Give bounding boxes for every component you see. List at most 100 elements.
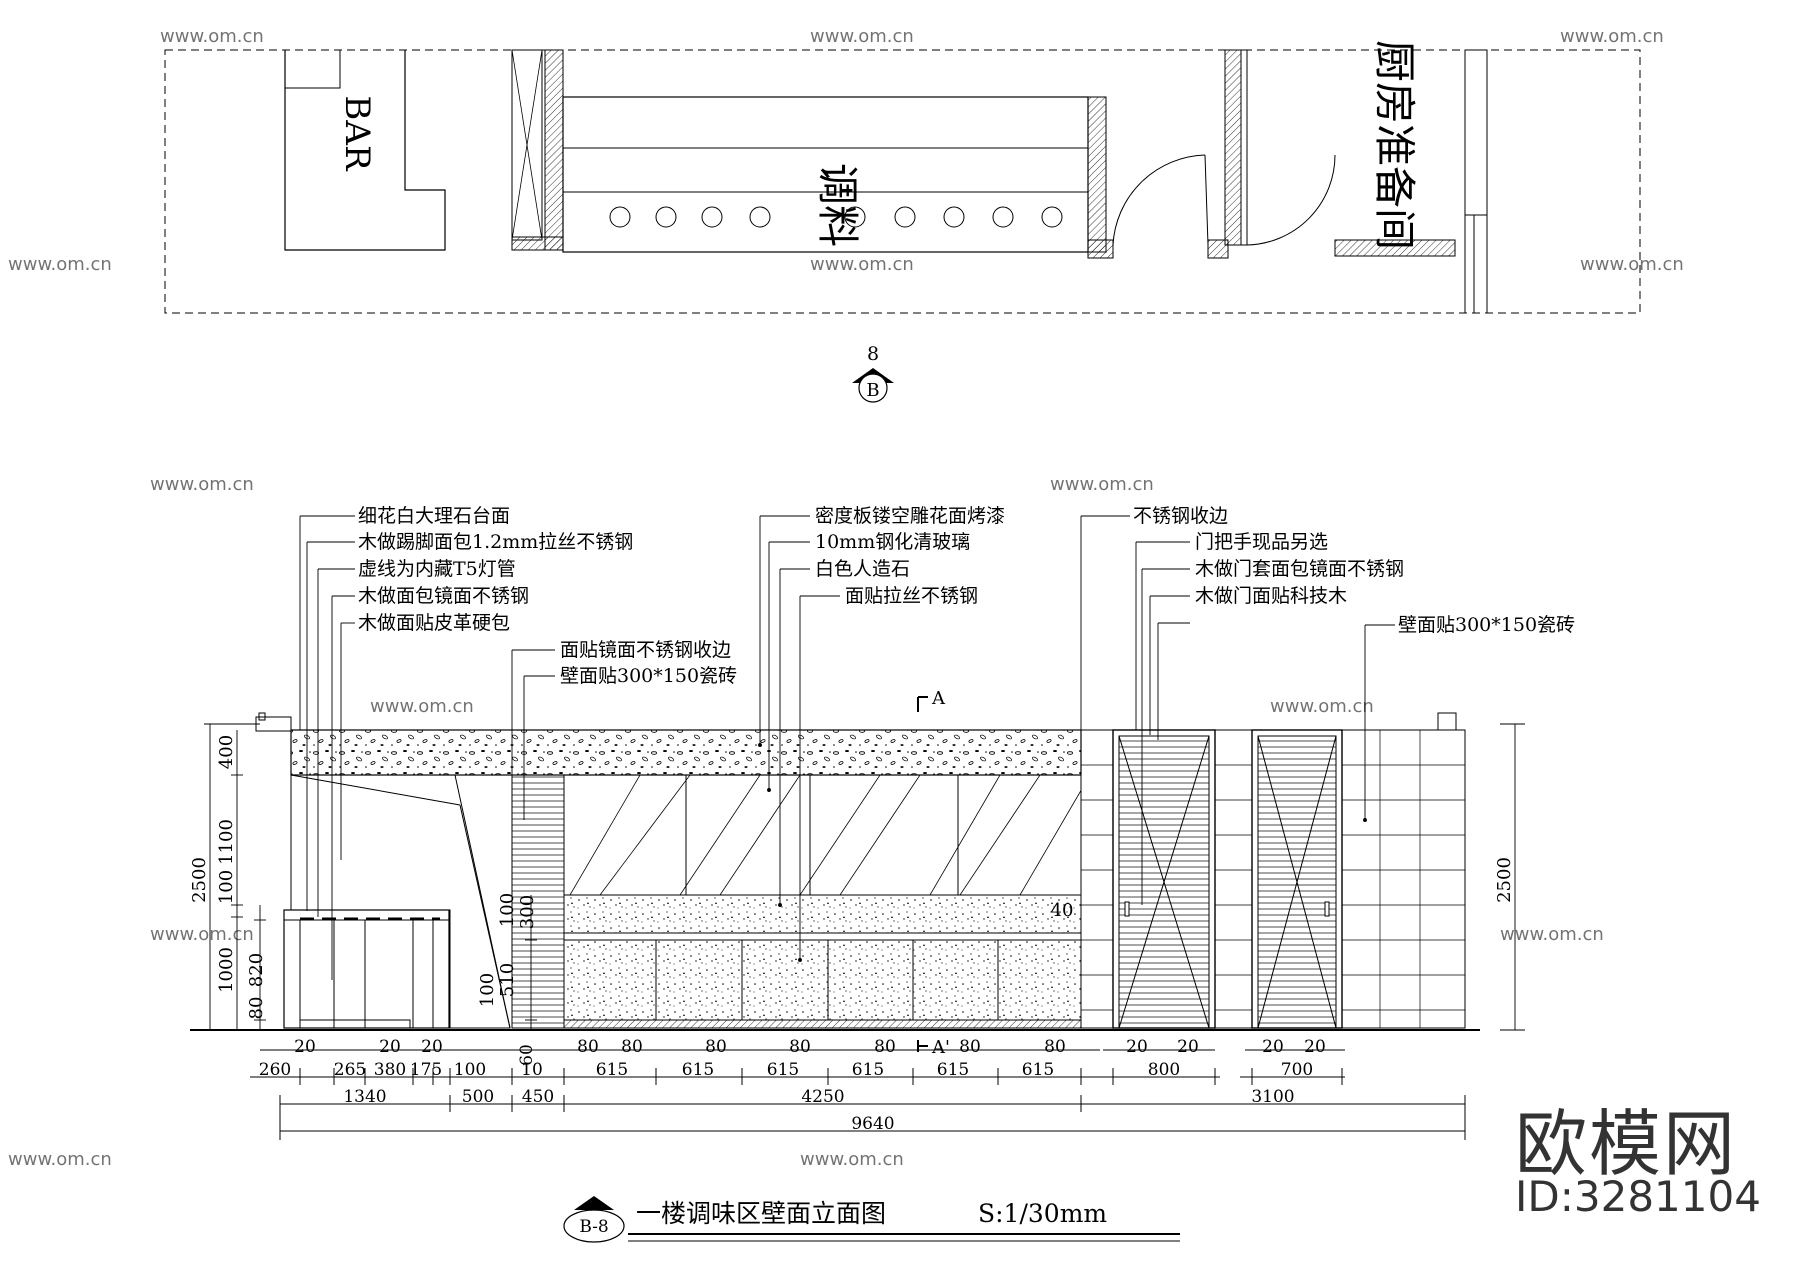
marble-countertop <box>290 729 1082 776</box>
section-marker-letter: B <box>866 380 879 401</box>
bar-counter-outline <box>284 50 446 251</box>
artificial-stone-band <box>563 894 1082 934</box>
callout-door-veneer: 木做门面贴科技木 <box>1195 585 1347 607</box>
kitchen-prep-label: 厨房准备间 <box>1370 40 1419 250</box>
dim-center-510: 510 <box>497 963 518 997</box>
watermark-site: www.om.cn <box>1050 474 1154 495</box>
dim-left-80: 80 <box>246 997 267 1020</box>
dim-row1-3: 80 <box>577 1037 599 1057</box>
callout-tile-left: 壁面贴300*150瓷砖 <box>560 665 737 687</box>
dim-right-2500: 2500 <box>1494 857 1515 903</box>
dim-row3-1: 500 <box>462 1087 494 1107</box>
dim-center-100b: 100 <box>477 973 498 1007</box>
dim-left-400: 400 <box>216 735 237 769</box>
dim-row2-8: 615 <box>767 1060 799 1080</box>
lower-cabinet <box>563 939 1082 1021</box>
dim-row2-12: 800 <box>1148 1060 1180 1080</box>
door-800 <box>1112 729 1216 1029</box>
watermark-overlay: www.om.cn www.om.cn www.om.cn www.om.cn … <box>8 26 1684 1170</box>
callout-leather-panel: 木做面贴皮革硬包 <box>358 612 510 634</box>
tile-wall-left <box>511 774 565 1029</box>
elevation-view <box>190 712 1480 1031</box>
watermark-site: www.om.cn <box>1560 26 1664 47</box>
dim-row2-13: 700 <box>1281 1060 1313 1080</box>
watermark-site: www.om.cn <box>800 1149 904 1170</box>
dim-row3-3: 4250 <box>801 1087 844 1107</box>
dim-left-100: 100 <box>216 870 237 904</box>
dim-row2-9: 615 <box>852 1060 884 1080</box>
callout-door-frame: 木做门套面包镜面不锈钢 <box>1195 558 1404 580</box>
watermark-site: www.om.cn <box>1580 254 1684 275</box>
dim-row2-6: 615 <box>596 1060 628 1080</box>
dim-row3-2: 450 <box>522 1087 554 1107</box>
glass-panel <box>563 774 1082 896</box>
dim-row1-0: 20 <box>294 1037 316 1057</box>
watermark-site: www.om.cn <box>8 1149 112 1170</box>
section-cut-top-label: A <box>931 688 946 709</box>
callout-mirror-steel: 木做面包镜面不锈钢 <box>358 585 529 607</box>
seasoning-wells <box>609 206 1063 228</box>
callout-artificial-stone: 白色人造石 <box>815 558 910 580</box>
dims-horizontal <box>250 1049 1466 1140</box>
dim-row1-8: 80 <box>959 1037 981 1057</box>
model-id: ID:3281104 <box>1515 1172 1761 1221</box>
bar-cabinet <box>283 909 450 1029</box>
watermark-site: www.om.cn <box>150 924 254 945</box>
callout-steel-edge: 不锈钢收边 <box>1133 505 1228 527</box>
brand-logo: 欧模网 <box>1515 1102 1738 1186</box>
dim-left-2500: 2500 <box>189 857 210 903</box>
callout-door-handle: 门把手现品另选 <box>1195 531 1328 553</box>
callouts <box>299 515 1395 980</box>
watermark-site: www.om.cn <box>370 696 474 717</box>
dims-vertical-text: 2500 400 1100 100 1000 820 80 300 100 51… <box>189 735 1515 1020</box>
callout-texts: 细花白大理石台面 木做踢脚面包1.2mm拉丝不锈钢 虚线为内藏T5灯管 木做面包… <box>358 505 1575 687</box>
dim-row2-0: 260 <box>259 1060 291 1080</box>
dim-row1-2: 20 <box>421 1037 443 1057</box>
callout-tempered-glass: 10mm钢化清玻璃 <box>815 531 970 553</box>
watermark-site: www.om.cn <box>810 254 914 275</box>
dim-row1-12: 20 <box>1262 1037 1284 1057</box>
dim-row2-7: 615 <box>682 1060 714 1080</box>
dim-row1-4: 80 <box>621 1037 643 1057</box>
dim-row2-5: 10 <box>521 1060 543 1080</box>
plan-boundary <box>164 49 1641 314</box>
dim-row1-1: 20 <box>379 1037 401 1057</box>
watermark-site: www.om.cn <box>8 254 112 275</box>
drawing-scale: S:1/30mm <box>978 1199 1107 1228</box>
section-marker-number: 8 <box>867 343 879 365</box>
dim-center-300: 300 <box>517 895 538 929</box>
door-700 <box>1251 729 1343 1029</box>
dim-row2-10: 615 <box>937 1060 969 1080</box>
dims-vertical <box>204 723 1525 1031</box>
title-block: B-8 一楼调味区壁面立面图 S:1/30mm <box>563 1196 1180 1243</box>
watermark-site: www.om.cn <box>810 26 914 47</box>
dim-row2-3: 175 <box>410 1060 442 1080</box>
dim-row1-14: 60 <box>517 1044 537 1066</box>
dim-left-820: 820 <box>246 953 267 987</box>
dim-row2-2: 380 <box>374 1060 406 1080</box>
dim-row3-0: 1340 <box>343 1087 386 1107</box>
dim-left-1000: 1000 <box>216 947 237 993</box>
drawing-title: 一楼调味区壁面立面图 <box>636 1199 886 1228</box>
dim-left-1100: 1100 <box>216 819 237 865</box>
callout-brushed-steel: 面贴拉丝不锈钢 <box>845 585 978 607</box>
callout-kickplate: 木做踢脚面包1.2mm拉丝不锈钢 <box>358 531 633 553</box>
dim-center-100a: 100 <box>497 893 518 927</box>
bar-label: BAR <box>337 95 377 172</box>
watermark-site: www.om.cn <box>1270 696 1374 717</box>
dim-row2-4: 100 <box>454 1060 486 1080</box>
callout-tile-right: 壁面贴300*150瓷砖 <box>1398 614 1575 636</box>
plan-wall-hatch <box>544 49 564 251</box>
section-cut-bottom-label: A' <box>931 1037 950 1058</box>
dim-row3-4: 3100 <box>1251 1087 1294 1107</box>
section-marker-b: 8 B <box>852 343 894 403</box>
dim-row1-7: 80 <box>874 1037 896 1057</box>
title-marker: B-8 <box>579 1217 608 1237</box>
plan-view: BAR 调料 厨房准备间 <box>164 40 1641 314</box>
door-swing-arc <box>1112 154 1206 246</box>
dim-row1-10: 20 <box>1126 1037 1148 1057</box>
dim-row1-9: 80 <box>1044 1037 1066 1057</box>
section-cut: A A' <box>917 688 950 1058</box>
